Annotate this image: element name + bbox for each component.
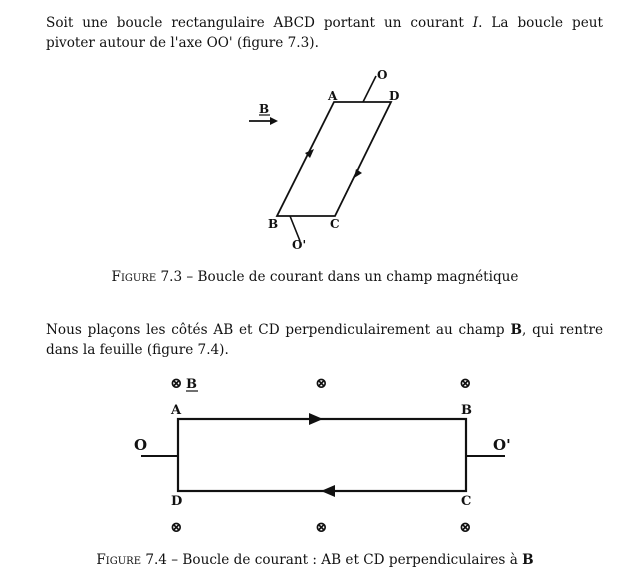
figure-7-3-caption: Figure 7.3 – Boucle de courant dans un c…: [0, 268, 630, 286]
fig2-field-cross-2: ⊗: [315, 374, 328, 392]
figure-7-4-caption-text: – Boucle de courant : AB et CD perpendic…: [166, 552, 523, 568]
fig2-current-arrow-top: [309, 413, 323, 425]
fig2-field-cross-3: ⊗: [459, 374, 472, 392]
paragraph-intro: Soit une boucle rectangulaire ABCD porta…: [46, 13, 603, 53]
fig1-label-O: O: [377, 68, 387, 82]
paragraph-intro-text-b: . La boucle peut pivoter autour de l'axe…: [46, 15, 603, 51]
fig2-field-cross-5: ⊗: [315, 518, 328, 536]
paragraph-intro-text-a: Soit une boucle rectangulaire ABCD porta…: [46, 15, 473, 31]
paragraph-orientation: Nous plaçons les côtés AB et CD perpendi…: [46, 320, 603, 360]
fig1-label-D: D: [389, 89, 399, 103]
current-symbol: I: [472, 15, 479, 31]
fig1-current-arrow-right: [354, 169, 362, 178]
figure-7-4-caption: Figure 7.4 – Boucle de courant : AB et C…: [0, 551, 630, 569]
fig1-label-O-prime: O': [292, 238, 306, 252]
fig1-axis-bottom: [289, 215, 301, 242]
paragraph-orientation-text-a: Nous plaçons les côtés AB et CD perpendi…: [46, 322, 511, 338]
fig2-current-arrow-bottom: [321, 485, 335, 497]
figure-7-4-caption-prefix: Figure 7.4: [96, 552, 167, 568]
figure-7-4-caption-bold: B: [522, 552, 534, 568]
fig2-label-O: O: [134, 436, 147, 454]
fig2-label-D: D: [171, 494, 182, 509]
fig1-label-A: A: [327, 89, 338, 103]
figure-7-3-caption-prefix: Figure 7.3: [111, 269, 183, 285]
fig1-label-B: B: [268, 217, 278, 231]
figure-7-3-caption-text: – Boucle de courant dans un champ magnét…: [182, 269, 519, 285]
fig1-loop: [275, 101, 393, 217]
fig2-label-A: A: [170, 403, 182, 418]
fig2-label-O-prime: O': [493, 436, 511, 454]
fig2-field-cross-6: ⊗: [459, 518, 472, 536]
fig2-label-field: B: [186, 377, 197, 392]
fig2-label-B: B: [461, 403, 472, 418]
fig1-label-field: B: [259, 102, 269, 116]
fig1-label-C: C: [330, 217, 340, 231]
fig2-loop: [176, 417, 468, 493]
paragraph-orientation-text-b: , qui rentre dans la feuille (figure 7.4…: [46, 322, 603, 358]
fig2-label-C: C: [461, 494, 471, 509]
fig2-field-cross-1: ⊗: [170, 374, 183, 392]
fig2-field-cross-4: ⊗: [170, 518, 183, 536]
fig1-axis-top: [362, 75, 377, 103]
field-symbol-bold: B: [510, 322, 522, 338]
fig1-current-arrow-left: [305, 149, 314, 158]
